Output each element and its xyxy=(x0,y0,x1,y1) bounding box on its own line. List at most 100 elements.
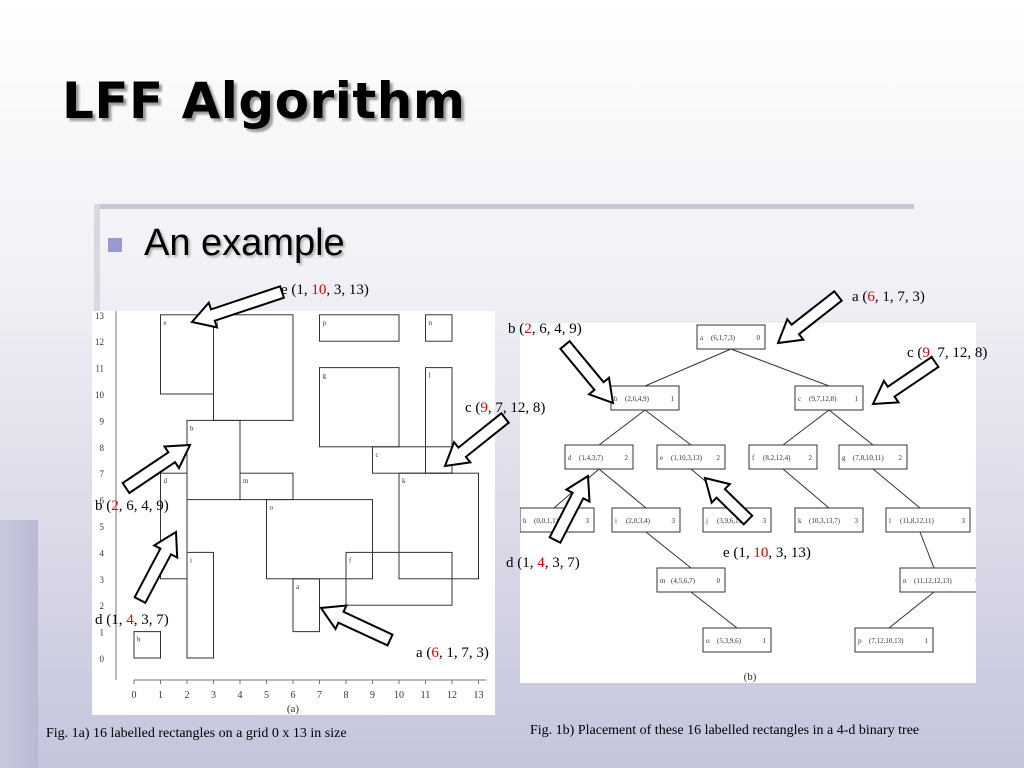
y-tick-label: 1 xyxy=(100,628,105,638)
tree-node-id: j xyxy=(705,517,708,525)
tree-node-id: a xyxy=(700,334,704,342)
tree-node-depth: 1 xyxy=(855,395,859,403)
tree-node-tuple: (11,8,12,11) xyxy=(900,517,935,525)
rect-label: e xyxy=(164,319,167,327)
tree-node-id: g xyxy=(842,454,846,462)
annotation-a-b: b (2, 6, 4, 9) xyxy=(95,498,169,514)
tree-edge-b-d xyxy=(598,409,646,446)
tree-edge-l-n xyxy=(919,531,935,569)
x-tick-label: 3 xyxy=(211,690,216,701)
y-tick-label: 4 xyxy=(100,548,105,558)
rect-f xyxy=(345,551,453,606)
tree-node-k xyxy=(794,507,864,533)
y-tick-label: 5 xyxy=(100,522,105,532)
tree-node-tuple: (6,1,7,3) xyxy=(711,334,736,342)
rect-g xyxy=(319,367,400,448)
rect-label: j xyxy=(216,319,219,327)
tree-node-e xyxy=(656,444,726,470)
tree-node-id: i xyxy=(615,517,617,525)
annotation-b-b: b (2, 6, 4, 9) xyxy=(508,321,582,337)
tree-node-depth: 1 xyxy=(925,637,929,645)
x-tick-label: 7 xyxy=(317,690,322,701)
tree-node-c xyxy=(794,385,864,411)
tree-node-depth: 3 xyxy=(855,517,859,525)
tree-node-depth: 2 xyxy=(809,454,813,462)
tree-node-p xyxy=(854,627,934,653)
tree-node-b xyxy=(610,385,680,411)
tree-node-tuple: (9,7,12,8) xyxy=(809,395,837,403)
x-tick-label: 1 xyxy=(158,690,163,701)
tree-node-depth: 0 xyxy=(757,334,761,342)
tree-node-d xyxy=(564,444,634,470)
rect-j xyxy=(213,314,294,421)
tree-node-id: m xyxy=(660,577,666,585)
y-tick-label: 6 xyxy=(100,496,105,506)
y-tick-label: 12 xyxy=(95,337,104,347)
tree-edge-g-l xyxy=(872,468,921,509)
tree-node-n xyxy=(899,567,985,593)
tree-node-tuple: (1,10,3,13) xyxy=(671,454,703,462)
rect-a xyxy=(292,578,320,633)
decor-band-vertical xyxy=(94,204,100,324)
figure-b-sublabel: (b) xyxy=(744,671,757,683)
annotation-b-c: c (9, 7, 12, 8) xyxy=(907,345,988,361)
y-tick-label: 2 xyxy=(100,601,105,611)
rect-label: o xyxy=(270,504,274,512)
decor-band-left xyxy=(0,520,38,768)
tree-node-id: n xyxy=(903,577,907,585)
rect-label: l xyxy=(429,372,431,380)
tree-node-a xyxy=(696,324,766,350)
rect-label: k xyxy=(402,477,406,485)
tree-node-tuple: (11,12,12,13) xyxy=(914,577,952,585)
caption-figure-a: Fig. 1a) 16 labelled rectangles on a gri… xyxy=(46,726,347,741)
arrow-d-figure-b xyxy=(548,474,591,545)
x-tick-label: 6 xyxy=(291,690,296,701)
y-tick-label: 8 xyxy=(100,443,105,453)
x-tick-label: 11 xyxy=(421,690,431,701)
rect-label: p xyxy=(323,319,327,327)
tree-node-l xyxy=(885,507,971,533)
tree-node-tuple: (1,4,3,7) xyxy=(579,454,604,462)
rect-label: a xyxy=(296,583,300,591)
x-tick-label: 8 xyxy=(344,690,349,701)
tree-edge-f-k xyxy=(782,468,830,509)
x-tick-label: 12 xyxy=(447,690,457,701)
tree-node-g xyxy=(838,444,908,470)
rect-label: d xyxy=(164,477,168,485)
tree-node-depth: 1 xyxy=(671,395,675,403)
tree-node-id: k xyxy=(798,517,802,525)
rect-label: m xyxy=(243,477,249,485)
tree-edge-a-c xyxy=(730,348,830,387)
rect-label: b xyxy=(190,424,194,432)
rect-p xyxy=(319,314,400,342)
tree-node-id: p xyxy=(858,637,862,645)
y-tick-label: 10 xyxy=(95,390,105,400)
rect-b xyxy=(186,419,241,501)
tree-node-f xyxy=(748,444,818,470)
tree-edge-c-g xyxy=(828,409,874,446)
y-tick-label: 11 xyxy=(95,364,104,374)
tree-edge-m-o xyxy=(690,591,738,629)
rect-i xyxy=(186,551,214,659)
annotation-b-a: a (6, 1, 7, 3) xyxy=(852,289,925,305)
tree-node-tuple: (10,3,13,7) xyxy=(809,517,841,525)
tree-edge-b-e xyxy=(644,409,692,446)
bullet-text: An example xyxy=(144,222,345,264)
tree-node-depth: 3 xyxy=(763,517,767,525)
tree-edge-c-f xyxy=(782,409,830,446)
rect-label: i xyxy=(190,556,192,564)
tree-node-id: o xyxy=(706,637,710,645)
tree-node-o xyxy=(702,627,772,653)
arrow-e-figure-a xyxy=(190,285,286,329)
tree-node-depth: 3 xyxy=(586,517,590,525)
bullet-square-icon xyxy=(108,238,122,252)
y-tick-label: 3 xyxy=(100,575,105,585)
rect-label: n xyxy=(429,319,433,327)
rect-h xyxy=(133,631,161,659)
tree-edge-d-i xyxy=(598,468,647,509)
tree-node-tuple: (7,8,10,11) xyxy=(853,454,884,462)
rect-d xyxy=(160,472,188,580)
